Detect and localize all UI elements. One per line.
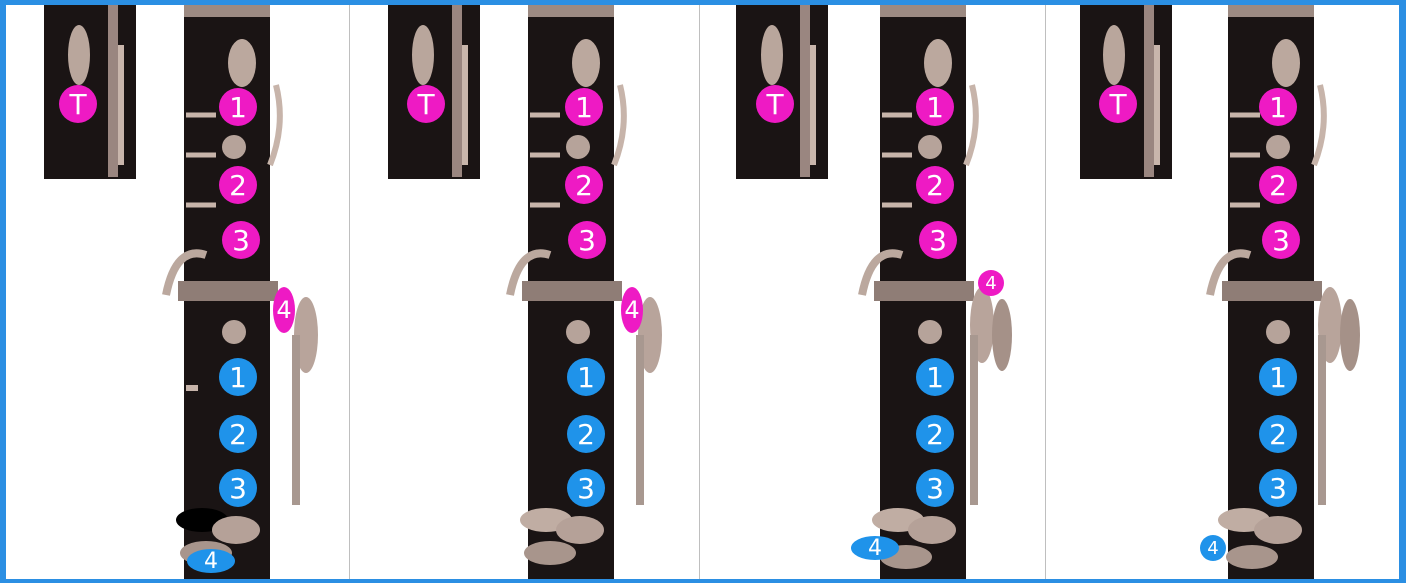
left-finger-1-marker: 1: [916, 88, 954, 126]
left-finger-1-marker: 1: [1259, 88, 1297, 126]
fingering-panel-3: T 1 2 3 4 1 2 3 4: [700, 5, 1046, 579]
left-finger-2-marker: 2: [916, 166, 954, 204]
right-finger-1-marker: 1: [567, 358, 605, 396]
right-pinky-4-marker: 4: [1200, 535, 1226, 561]
fingering-chart: T 1 2 3 4 1 2 3 4: [6, 5, 1399, 579]
left-pinky-4-marker: 4: [273, 287, 295, 333]
right-finger-2-marker: 2: [567, 415, 605, 453]
clarinet-image: [350, 5, 700, 579]
left-thumb-hole-marker: T: [59, 85, 97, 123]
right-finger-1-marker: 1: [1259, 358, 1297, 396]
left-finger-2-marker: 2: [565, 166, 603, 204]
left-thumb-hole-marker: T: [1099, 85, 1137, 123]
fingering-panel-4: T 1 2 3 1 2 3 4: [1046, 5, 1399, 579]
right-pinky-4-marker: 4: [851, 536, 899, 560]
right-finger-2-marker: 2: [916, 415, 954, 453]
left-finger-3-marker: 3: [568, 221, 606, 259]
left-finger-1-marker: 1: [219, 88, 257, 126]
right-finger-3-marker: 3: [567, 469, 605, 507]
right-finger-3-marker: 3: [1259, 469, 1297, 507]
clarinet-image: [1046, 5, 1399, 579]
left-finger-1-marker: 1: [565, 88, 603, 126]
right-finger-2-marker: 2: [1259, 415, 1297, 453]
right-finger-1-marker: 1: [219, 358, 257, 396]
left-finger-3-marker: 3: [222, 221, 260, 259]
left-pinky-4-marker: 4: [621, 287, 643, 333]
fingering-panel-2: T 1 2 3 4 1 2 3: [350, 5, 700, 579]
left-finger-2-marker: 2: [219, 166, 257, 204]
left-finger-2-marker: 2: [1259, 166, 1297, 204]
left-finger-3-marker: 3: [1262, 221, 1300, 259]
fingering-panel-1: T 1 2 3 4 1 2 3 4: [6, 5, 350, 579]
right-finger-3-marker: 3: [916, 469, 954, 507]
left-pinky-4-marker: 4: [978, 270, 1004, 296]
left-finger-3-marker: 3: [919, 221, 957, 259]
right-pinky-4-marker: 4: [187, 549, 235, 573]
clarinet-image: [6, 5, 350, 579]
left-thumb-hole-marker: T: [407, 85, 445, 123]
right-finger-1-marker: 1: [916, 358, 954, 396]
right-finger-2-marker: 2: [219, 415, 257, 453]
left-thumb-hole-marker: T: [756, 85, 794, 123]
right-finger-3-marker: 3: [219, 469, 257, 507]
